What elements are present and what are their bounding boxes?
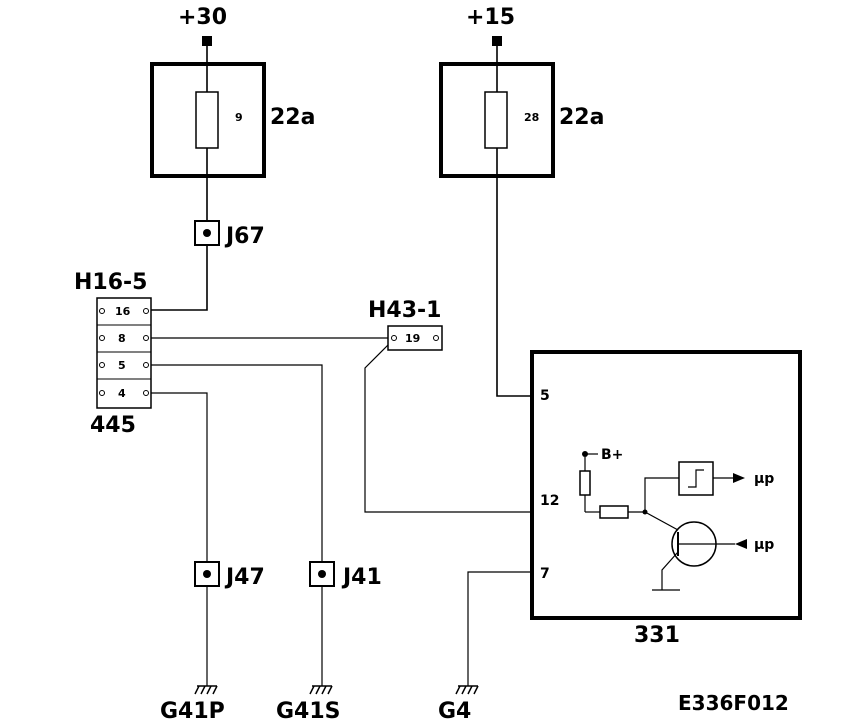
- h16-pin-5: 5: [118, 359, 126, 372]
- fuse-box-a-label: 22a: [270, 105, 315, 130]
- h16-5-connector: [96, 297, 152, 409]
- supply-15-label: +15: [466, 5, 515, 30]
- h16-pin-8: 8: [118, 332, 126, 345]
- series-resistor: [599, 505, 629, 519]
- fuse-a-number: 9: [235, 111, 243, 124]
- module-pin-7: 7: [540, 566, 550, 582]
- j41-dot: [318, 570, 326, 578]
- b-plus-label: B+: [601, 447, 623, 463]
- fuse-b: [484, 91, 508, 149]
- j47-label: J47: [224, 565, 265, 590]
- mu-p-bottom-label: µp: [754, 537, 774, 553]
- fuse-a: [195, 91, 219, 149]
- wire-pin4-j47: [151, 392, 208, 562]
- ground-g41p-symbol: [194, 685, 218, 695]
- supply-30-terminal: [202, 36, 212, 46]
- j47-dot: [203, 570, 211, 578]
- j41-label: J41: [341, 565, 382, 590]
- wire-pin5-j41: [151, 364, 323, 562]
- ground-g4-symbol: [455, 685, 479, 695]
- module-331-box: [530, 350, 802, 620]
- h16-5-label: H16-5: [74, 270, 147, 295]
- ground-g41s-symbol: [309, 685, 333, 695]
- h43-1-label: H43-1: [368, 298, 441, 323]
- internal-circuit: [579, 451, 747, 591]
- fuse-b-number: 28: [524, 111, 539, 124]
- wire-module-g4: [467, 571, 532, 686]
- h16-pin-16: 16: [115, 305, 131, 318]
- wire-15-module: [496, 148, 532, 397]
- module-pin-12: 12: [540, 493, 559, 509]
- fuse-box-b-label: 22a: [559, 105, 604, 130]
- wire-j67-h16: [150, 245, 208, 311]
- g41s-label: G41S: [276, 699, 341, 724]
- pullup-resistor: [579, 470, 591, 496]
- j67-label: J67: [224, 224, 265, 249]
- module-pin-5: 5: [540, 388, 550, 404]
- connector-445-label: 445: [90, 413, 136, 438]
- j67-dot: [203, 229, 211, 237]
- module-331-label: 331: [634, 623, 680, 648]
- fuse-box-a: [150, 62, 266, 178]
- mu-p-top-label: µp: [754, 471, 774, 487]
- figure-code: E336F012: [678, 691, 789, 715]
- h43-pin-19: 19: [405, 332, 420, 345]
- wire-h43-module-12: [364, 344, 532, 513]
- supply-15-terminal: [492, 36, 502, 46]
- h16-pin-4: 4: [118, 387, 126, 400]
- g4-label: G4: [438, 699, 471, 724]
- g41p-label: G41P: [160, 699, 225, 724]
- supply-30-label: +30: [178, 5, 227, 30]
